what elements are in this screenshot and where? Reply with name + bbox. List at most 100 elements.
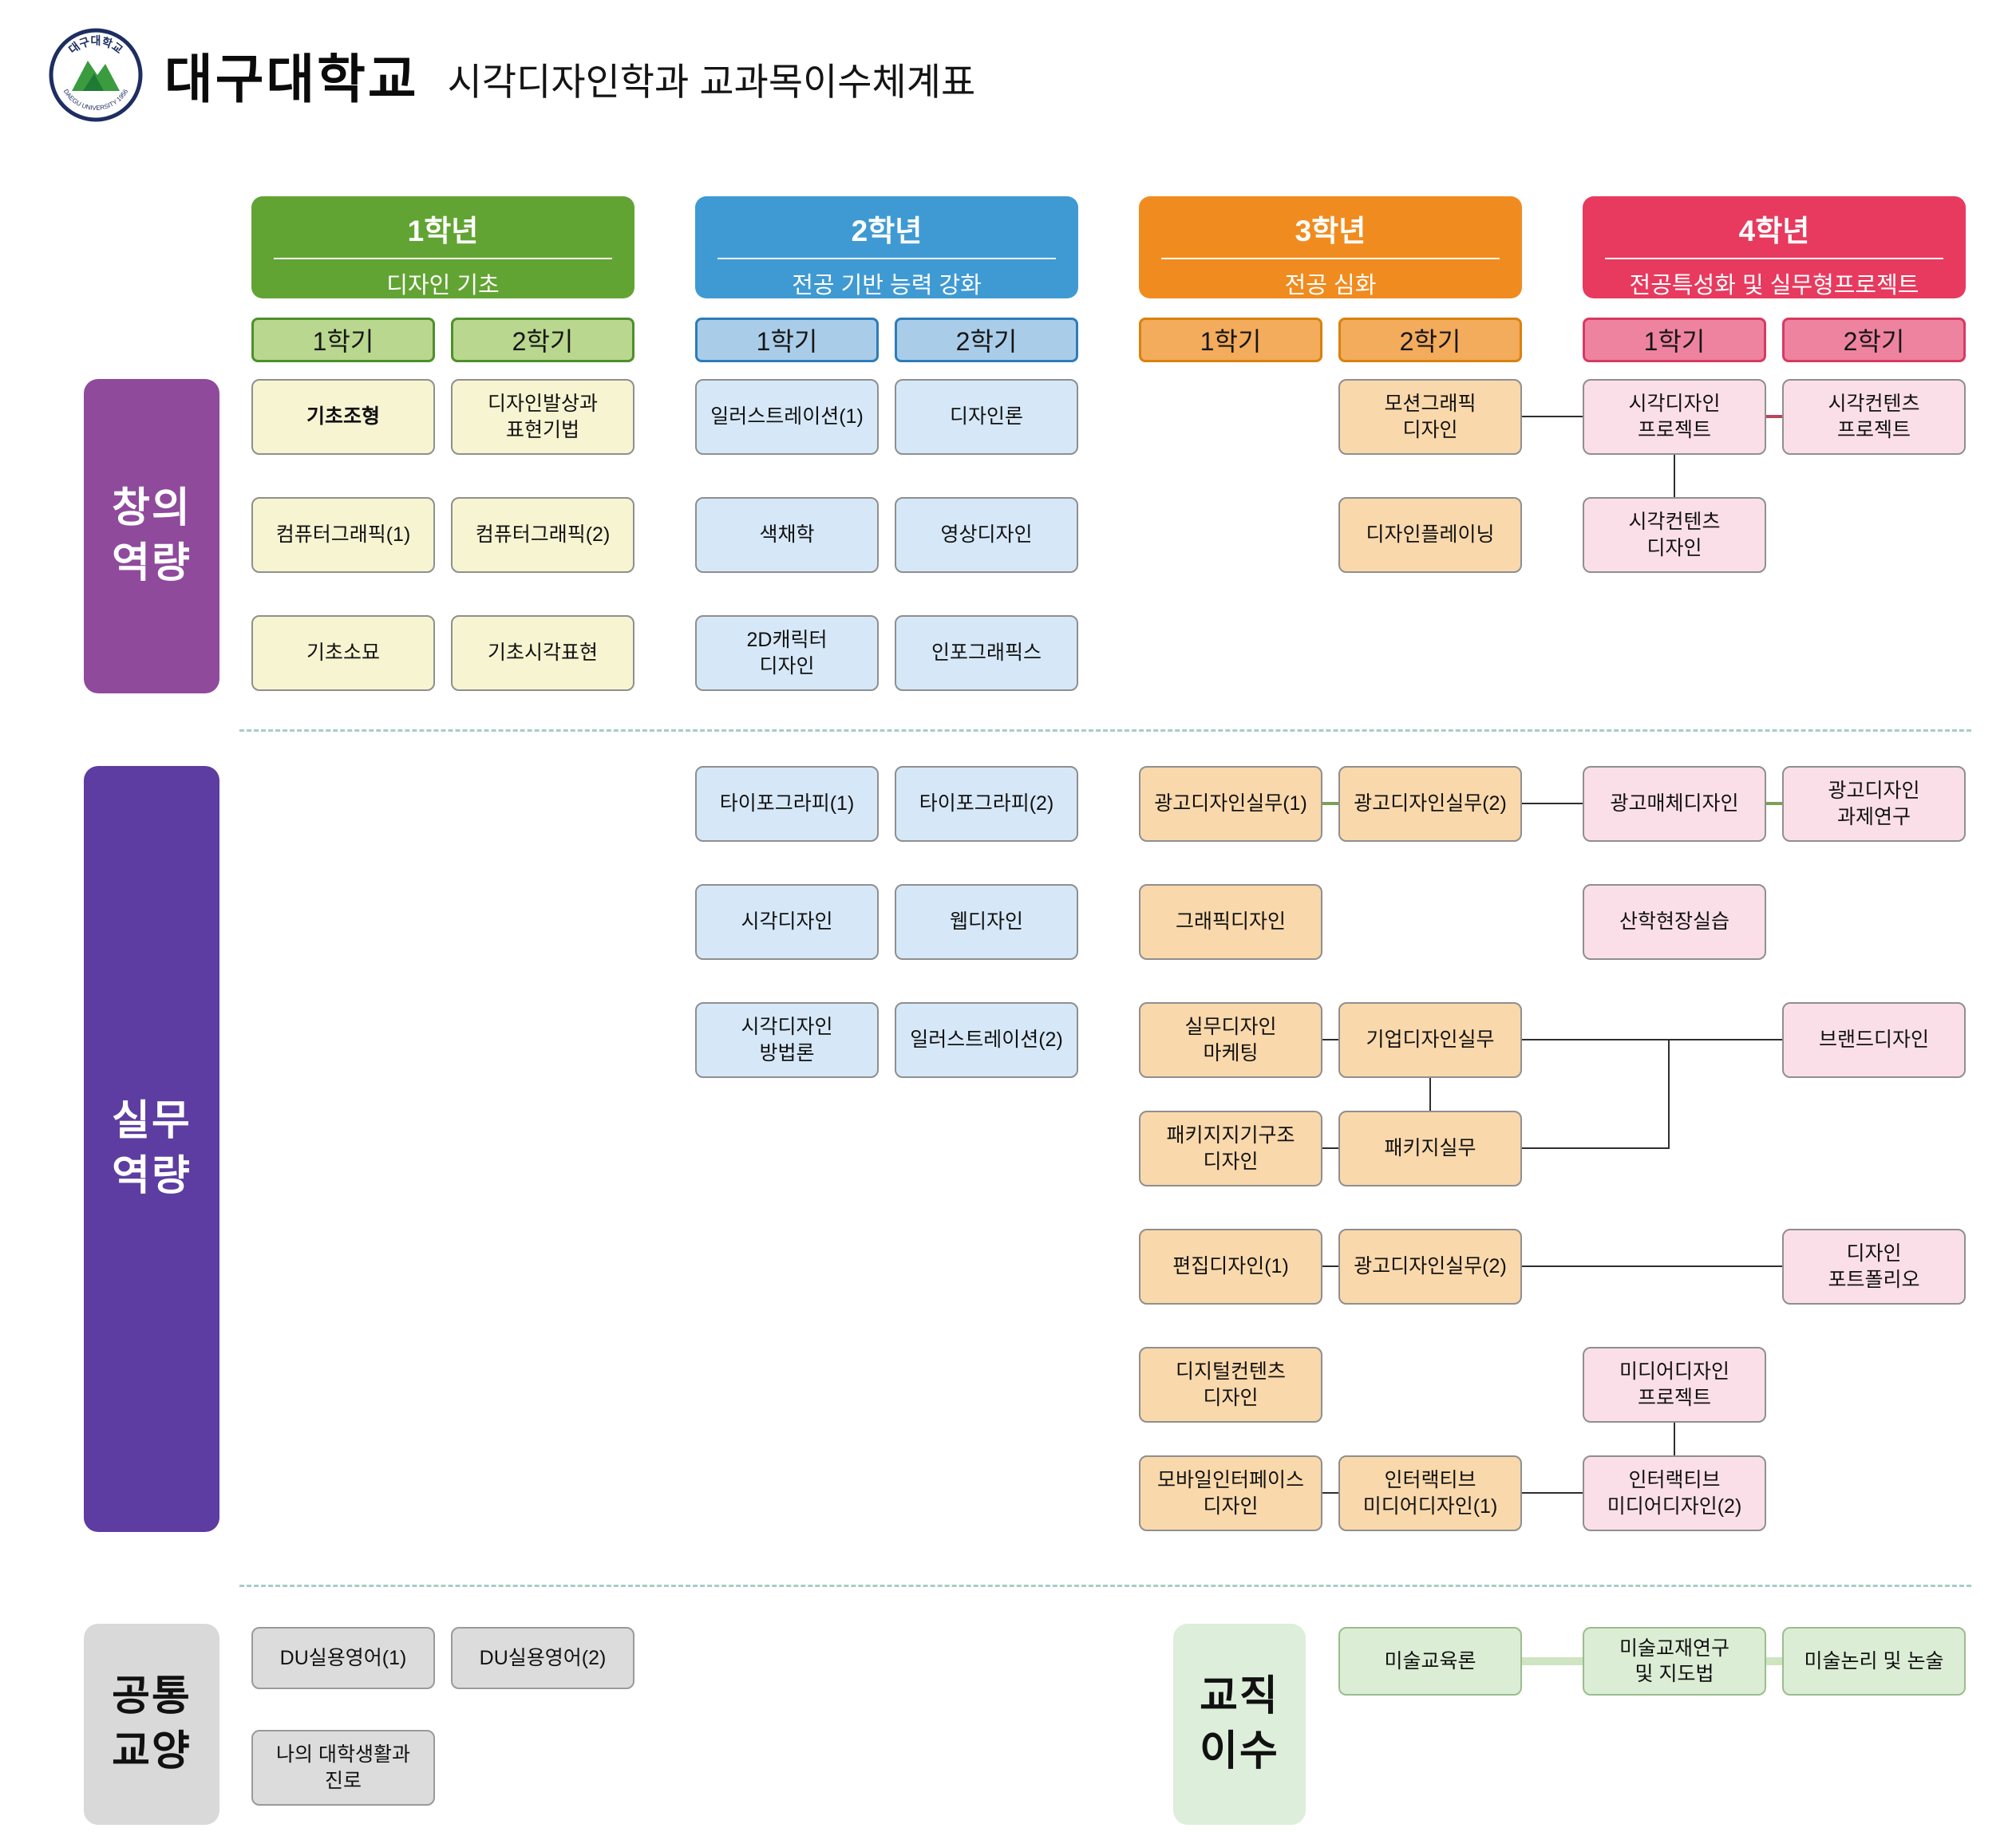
section-label-line: 교양 bbox=[112, 1728, 192, 1775]
section-label-teaching: 교직 이수 bbox=[1173, 1624, 1306, 1825]
connector-line bbox=[1322, 1492, 1338, 1494]
connector-line bbox=[1766, 415, 1782, 418]
connector-line bbox=[1522, 1657, 1583, 1665]
course-box: 타이포그라피(1) bbox=[695, 766, 879, 842]
course-box: 시각컨텐츠 프로젝트 bbox=[1782, 379, 1966, 455]
section-label-line: 역량 bbox=[112, 1153, 192, 1199]
logo-mountain-shadow-icon bbox=[83, 73, 104, 91]
course-box: 디지털컨텐츠 디자인 bbox=[1139, 1347, 1322, 1423]
university-logo: 대구대학교 DAEGU UNIVERSITY 1956 bbox=[49, 28, 143, 122]
course-box: 컴퓨터그래픽(1) bbox=[251, 497, 435, 573]
section-label-line: 창의 bbox=[112, 485, 192, 532]
course-box: 디자인 포트폴리오 bbox=[1782, 1229, 1966, 1305]
course-box: 기초시각표현 bbox=[451, 615, 634, 691]
separator-dashed bbox=[239, 1585, 1971, 1587]
course-box: 패키지지기구조 디자인 bbox=[1139, 1111, 1322, 1186]
connector-line bbox=[1322, 802, 1338, 805]
course-box: 일러스트레이션(1) bbox=[695, 379, 879, 455]
connector-line bbox=[1674, 455, 1675, 497]
course-box: 모바일인터페이스 디자인 bbox=[1139, 1455, 1322, 1531]
course-box: 기초소묘 bbox=[251, 615, 435, 691]
course-box: 시각컨텐츠 디자인 bbox=[1583, 497, 1766, 573]
course-box: 디자인론 bbox=[895, 379, 1078, 455]
course-box: 광고디자인실무(2) bbox=[1338, 766, 1522, 842]
section-label-liberal: 공통 교양 bbox=[84, 1624, 219, 1825]
course-box: 미술교육론 bbox=[1338, 1627, 1522, 1696]
course-box: 일러스트레이션(2) bbox=[895, 1002, 1078, 1078]
course-box: 패키지실무 bbox=[1338, 1111, 1522, 1186]
page-header: 대구대학교 DAEGU UNIVERSITY 1956 대구대학교 시각디자인학… bbox=[48, 27, 975, 123]
semester-chip: 2학기 bbox=[1338, 318, 1522, 362]
year-4-subtitle: 전공특성화 및 실무형프로젝트 bbox=[1629, 273, 1919, 298]
connector-line bbox=[1322, 1147, 1338, 1149]
semester-chip: 1학기 bbox=[695, 318, 879, 362]
year-1-subtitle: 디자인 기초 bbox=[386, 273, 500, 298]
year-1-label: 1학년 bbox=[407, 215, 479, 247]
course-box: DU실용영어(2) bbox=[451, 1627, 634, 1689]
connector-line bbox=[1674, 1423, 1675, 1455]
year-4-label: 4학년 bbox=[1738, 215, 1810, 247]
connector-line bbox=[1429, 1078, 1431, 1111]
connector-line bbox=[1522, 1039, 1782, 1040]
course-box: 실무디자인 마케팅 bbox=[1139, 1002, 1322, 1078]
connector-line bbox=[1668, 1040, 1670, 1149]
connector-line bbox=[1322, 1039, 1338, 1040]
year-2-label: 2학년 bbox=[851, 215, 923, 247]
connector-line bbox=[1522, 803, 1583, 804]
course-box: DU실용영어(1) bbox=[251, 1627, 435, 1689]
year-1-underline bbox=[274, 258, 612, 259]
section-label-line: 실무 bbox=[112, 1098, 192, 1145]
connector-line bbox=[1766, 802, 1782, 805]
course-box: 웹디자인 bbox=[895, 884, 1078, 960]
course-box: 광고디자인실무(1) bbox=[1139, 766, 1322, 842]
connector-line bbox=[1522, 416, 1583, 417]
year-3-underline bbox=[1161, 258, 1500, 259]
course-box: 2D캐릭터 디자인 bbox=[695, 615, 879, 691]
course-box: 시각디자인 bbox=[695, 884, 879, 960]
connector-line bbox=[1522, 1492, 1583, 1494]
connector-line bbox=[1522, 1147, 1670, 1149]
connector-line bbox=[1766, 1657, 1782, 1665]
year-2-underline bbox=[717, 258, 1056, 259]
course-box: 타이포그라피(2) bbox=[895, 766, 1078, 842]
semester-chip: 1학기 bbox=[1139, 318, 1322, 362]
course-box: 브랜드디자인 bbox=[1782, 1002, 1966, 1078]
course-box: 디자인플레이닝 bbox=[1338, 497, 1522, 573]
year-header-4: 4학년 전공특성화 및 실무형프로젝트 bbox=[1583, 196, 1966, 298]
section-label-practical: 실무 역량 bbox=[84, 766, 219, 1532]
course-box: 색채학 bbox=[695, 497, 879, 573]
year-4-underline bbox=[1605, 258, 1943, 259]
section-label-line: 역량 bbox=[112, 540, 192, 586]
section-label-line: 교직 bbox=[1200, 1673, 1279, 1720]
section-label-line: 공통 bbox=[112, 1673, 192, 1720]
course-box: 광고디자인실무(2) bbox=[1338, 1229, 1522, 1305]
course-box: 산학현장실습 bbox=[1583, 884, 1766, 960]
course-box: 인터랙티브 미디어디자인(2) bbox=[1583, 1455, 1766, 1531]
course-box: 영상디자인 bbox=[895, 497, 1078, 573]
course-box: 디자인발상과 표현기법 bbox=[451, 379, 634, 455]
course-box: 미술교재연구 및 지도법 bbox=[1583, 1627, 1766, 1696]
logo-mountain-icon bbox=[72, 61, 120, 91]
course-box: 기업디자인실무 bbox=[1338, 1002, 1522, 1078]
connector-line bbox=[1522, 1265, 1782, 1267]
course-box: 시각디자인 방법론 bbox=[695, 1002, 879, 1078]
page-title: 시각디자인학과 교과목이수체계표 bbox=[447, 60, 976, 103]
section-label-creative: 창의 역량 bbox=[84, 379, 219, 693]
course-box: 그래픽디자인 bbox=[1139, 884, 1322, 960]
year-header-2: 2학년 전공 기반 능력 강화 bbox=[695, 196, 1078, 298]
course-box: 광고디자인 과제연구 bbox=[1782, 766, 1966, 842]
year-3-label: 3학년 bbox=[1295, 215, 1366, 247]
year-header-3: 3학년 전공 심화 bbox=[1139, 196, 1522, 298]
semester-chip: 1학기 bbox=[1583, 318, 1766, 362]
course-box: 미술논리 및 논술 bbox=[1782, 1627, 1966, 1696]
course-box: 광고매체디자인 bbox=[1583, 766, 1766, 842]
course-box: 기초조형 bbox=[251, 379, 435, 455]
course-box: 컴퓨터그래픽(2) bbox=[451, 497, 634, 573]
course-box: 나의 대학생활과 진로 bbox=[251, 1730, 435, 1806]
connector-line bbox=[1322, 1265, 1338, 1267]
year-3-subtitle: 전공 심화 bbox=[1284, 273, 1377, 298]
year-header-1: 1학년 디자인 기초 bbox=[251, 196, 634, 298]
year-2-subtitle: 전공 기반 능력 강화 bbox=[792, 273, 982, 298]
section-label-line: 이수 bbox=[1200, 1728, 1279, 1775]
